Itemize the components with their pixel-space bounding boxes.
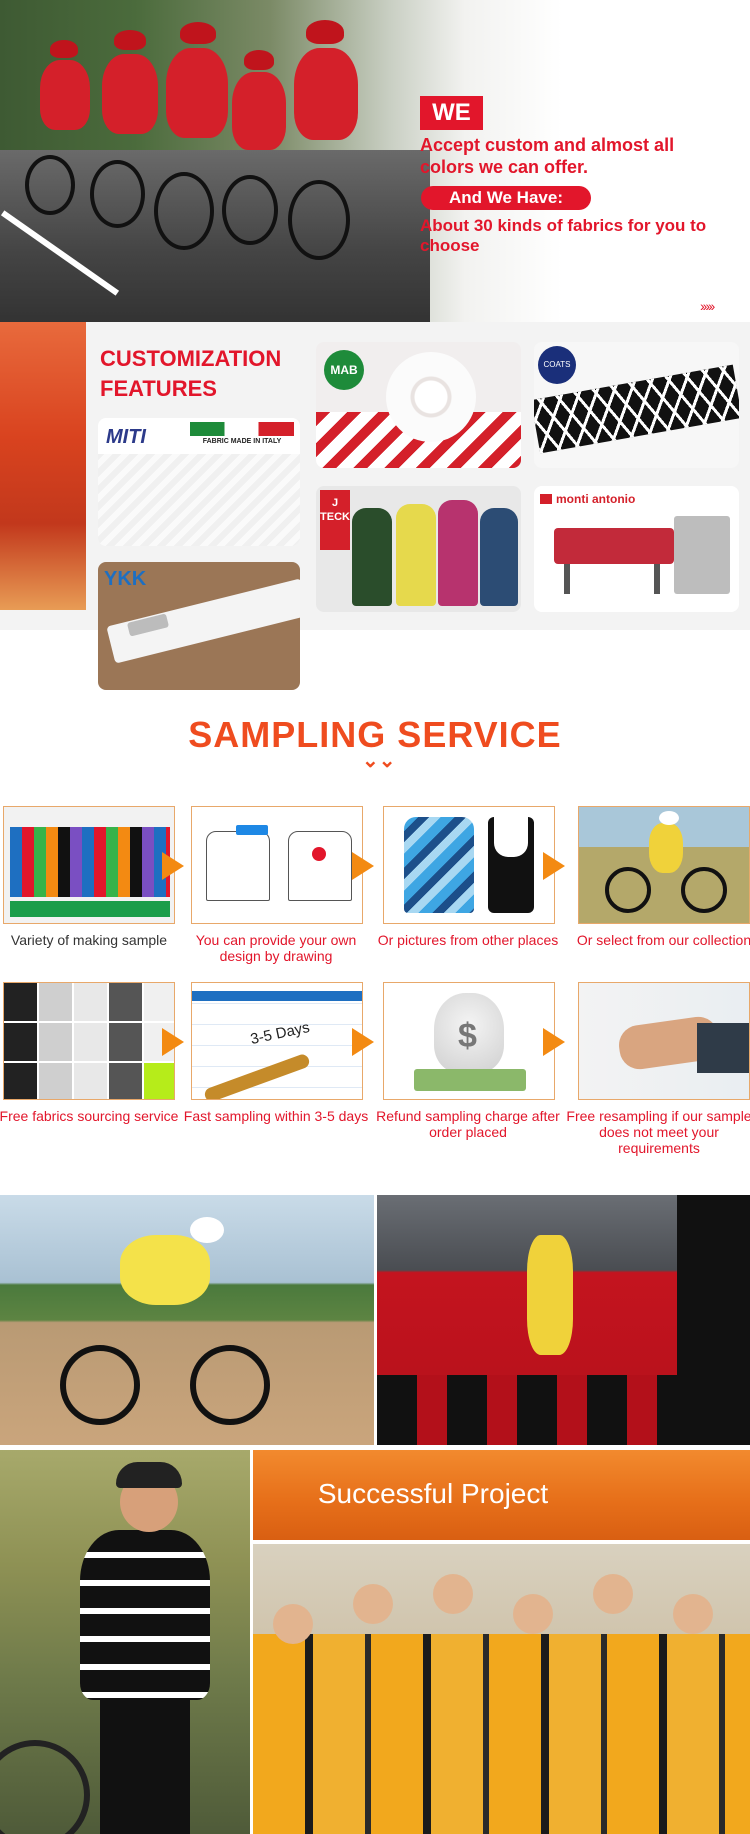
cyclist-photo bbox=[270, 20, 380, 260]
step-caption: Fast sampling within 3-5 days bbox=[183, 1108, 369, 1124]
step-caption: Or select from our collection bbox=[576, 932, 750, 948]
arrow-right-icon bbox=[543, 1028, 565, 1056]
jteck-logo: J TECK bbox=[320, 490, 350, 550]
coats-tape-card: COATS bbox=[534, 342, 739, 468]
chevron-right-icon: ››››› bbox=[700, 298, 715, 314]
step-collection bbox=[578, 806, 750, 924]
step-caption: Or pictures from other places bbox=[377, 932, 559, 948]
we-text: Accept custom and almost all colors we c… bbox=[420, 135, 675, 177]
cyclist-photo bbox=[210, 50, 310, 250]
arrow-right-icon bbox=[352, 852, 374, 880]
customization-title: CUSTOMIZATION FEATURES bbox=[100, 346, 282, 401]
we-badge: WE bbox=[420, 96, 483, 130]
step-caption: Refund sampling charge after order place… bbox=[376, 1108, 560, 1140]
ykk-logo: YKK bbox=[104, 568, 147, 590]
ykk-zipper-card: YKK bbox=[98, 562, 300, 690]
dollar-icon: $ bbox=[458, 1017, 477, 1055]
cyclist-photo bbox=[80, 30, 180, 230]
step-caption: Variety of making sample bbox=[10, 932, 168, 948]
sampling-title: SAMPLING SERVICE bbox=[188, 714, 562, 755]
cyclist-photo bbox=[0, 322, 86, 610]
cyclist-jersey-photo bbox=[0, 1450, 250, 1834]
jteck-ink-card: J TECK bbox=[316, 486, 521, 612]
cyclist-photo bbox=[20, 40, 110, 220]
miti-fabric-card: MITI FABRIC MADE IN ITALY bbox=[98, 418, 300, 546]
monti-logo: monti antonio bbox=[556, 492, 636, 506]
coats-logo: COATS bbox=[538, 346, 576, 384]
miti-logo: MITI bbox=[106, 426, 146, 448]
cyclist-photo bbox=[140, 22, 250, 252]
arrow-right-icon bbox=[352, 1028, 374, 1056]
step-refund: $ bbox=[383, 982, 555, 1100]
arrow-right-icon bbox=[543, 852, 565, 880]
arrow-right-icon bbox=[162, 852, 184, 880]
team-photo bbox=[253, 1544, 750, 1834]
race-finish-photo bbox=[377, 1195, 750, 1445]
success-title: Successful Project bbox=[317, 1478, 549, 1509]
success-banner bbox=[253, 1450, 750, 1540]
step-design-drawing bbox=[191, 806, 363, 924]
step-pictures bbox=[383, 806, 555, 924]
arrow-right-icon bbox=[162, 1028, 184, 1056]
step-fast-sampling: 3-5 Days bbox=[191, 982, 363, 1100]
miti-caption: FABRIC MADE IN ITALY bbox=[202, 438, 282, 445]
have-text: About 30 kinds of fabrics for you to cho… bbox=[420, 216, 707, 255]
monti-antonio-card: monti antonio bbox=[534, 486, 739, 612]
hero-banner bbox=[0, 0, 750, 322]
step-caption: Free resampling if our sample does not m… bbox=[566, 1108, 750, 1156]
triathlete-photo bbox=[0, 1195, 374, 1445]
have-badge: And We Have: bbox=[421, 186, 591, 210]
mab-elastic-card: MAB bbox=[316, 342, 521, 468]
step-caption: Free fabrics sourcing service bbox=[0, 1108, 179, 1124]
step-fabrics bbox=[3, 982, 175, 1100]
chevron-down-icon: ⌄⌄ bbox=[362, 750, 396, 772]
mab-logo: MAB bbox=[324, 350, 364, 390]
step-resampling bbox=[578, 982, 750, 1100]
step-sample-variety bbox=[3, 806, 175, 924]
step-caption: You can provide your own design by drawi… bbox=[195, 932, 357, 964]
